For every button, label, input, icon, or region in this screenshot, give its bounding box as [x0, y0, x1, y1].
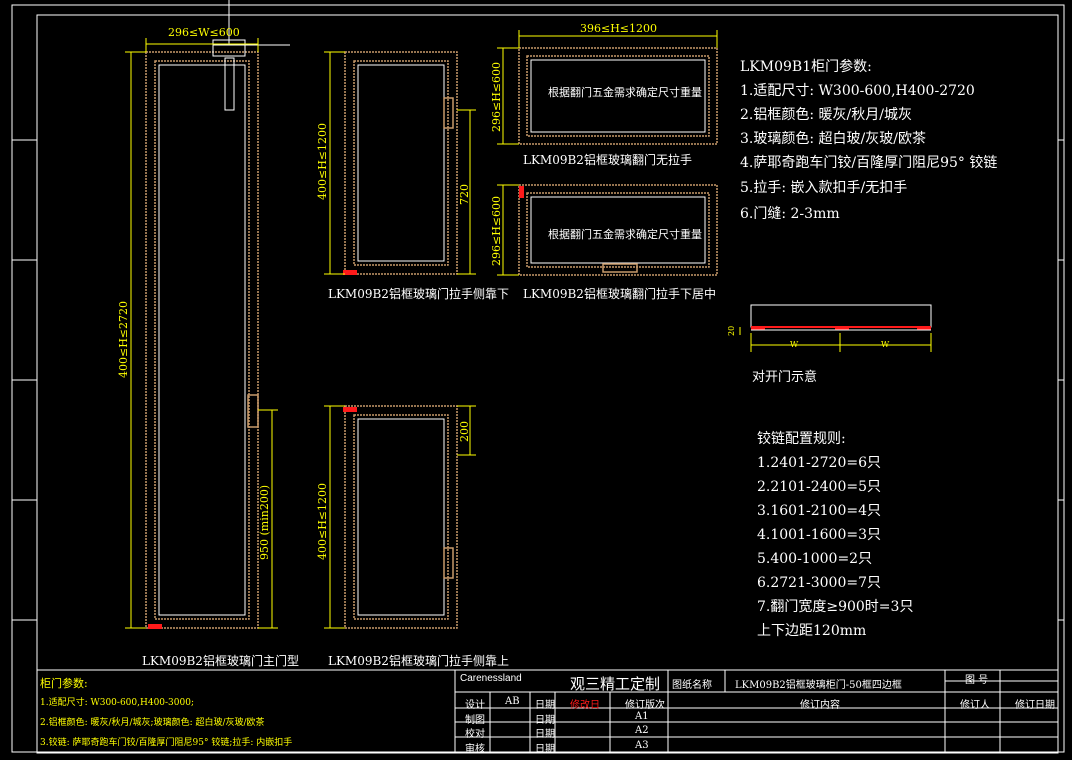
- pair-door-w1: W: [790, 340, 799, 349]
- tb-row-date-label: 日期: [535, 700, 555, 711]
- tb-rev-label: 修订内容: [800, 700, 840, 711]
- tb-row-rev-no: A2: [635, 725, 649, 736]
- flip-door-center-drawing: [497, 184, 718, 276]
- params-item: 1.适配尺寸: W300-600,H400-2720: [740, 83, 975, 99]
- tb-row-date: 修改日: [570, 700, 600, 711]
- flip-center-height-dim: 296≤H≤600: [490, 195, 503, 266]
- outer-border: [11, 4, 1065, 753]
- flip-none-label: LKM09B2铝框玻璃翻门无拉手: [523, 153, 692, 167]
- pair-door-schematic: [739, 304, 932, 352]
- flip-none-inner-note: 根据翻门五金需求确定尺寸重量: [548, 86, 702, 99]
- tb-row-rev-no: A1: [635, 711, 649, 722]
- main-door-height-dim: 400≤H≤2720: [117, 300, 130, 378]
- hinge-rule-item: 1.2401-2720=6只: [757, 455, 881, 471]
- tb-row-role: 设计: [465, 700, 485, 711]
- pair-door-side-dim: 20: [727, 325, 736, 336]
- params-item: 3.玻璃颜色: 超白玻/灰玻/欧茶: [740, 131, 926, 147]
- tb-row-role: 审核: [465, 744, 485, 755]
- tb-rev-date-label: 修订日期: [1015, 700, 1055, 711]
- side-high-label: LKM09B2铝框玻璃门拉手侧靠上: [328, 654, 509, 668]
- pair-door-label: 对开门示意: [752, 370, 818, 385]
- tb-row-role: 校对: [465, 729, 485, 740]
- tb-row-role: 制图: [465, 715, 485, 726]
- params-item: 2.铝框颜色: 暖灰/秋月/城灰: [740, 107, 912, 123]
- border-ticks: [12, 139, 1064, 621]
- side-high-handle-dim: 200: [458, 421, 471, 442]
- params-item: 5.拉手: 嵌入款扣手/无扣手: [740, 180, 908, 196]
- main-door-drawing: [125, 0, 290, 629]
- drawing-border: [36, 14, 1059, 754]
- hinge-rule-item: 上下边距120mm: [757, 623, 867, 639]
- side-high-door-drawing: [324, 405, 476, 629]
- tb-drawing-no-label: 图 号: [965, 675, 989, 686]
- hinge-rule-item: 7.翻门宽度≥900时=3只: [757, 599, 914, 615]
- tb-note: 2.铝框颜色: 暖灰/秋月/城灰;玻璃颜色: 超白玻/灰玻/欧茶: [40, 718, 265, 728]
- pair-door-w2: W: [881, 340, 890, 349]
- flip-door-none-drawing: [497, 30, 718, 145]
- tb-notes-title: 柜门参数:: [40, 677, 88, 690]
- side-low-height-dim: 400≤H≤1200: [316, 122, 329, 200]
- hinge-rule-item: 3.1601-2100=4只: [757, 503, 881, 519]
- side-low-handle-dim: 720: [458, 184, 471, 205]
- tb-row-rev-no: A3: [635, 740, 649, 751]
- side-low-label: LKM09B2铝框玻璃门拉手侧靠下: [328, 287, 509, 301]
- flip-center-label: LKM09B2铝框玻璃翻门拉手下居中: [523, 287, 716, 301]
- brand-logo-en: Carenessland: [460, 673, 522, 684]
- tb-reviser-label: 修订人: [960, 700, 990, 711]
- hinge-rule-item: 5.400-1000=2只: [757, 551, 873, 567]
- tb-row-rev-no: 修订版次: [625, 700, 665, 711]
- title-block-lines: [37, 669, 1058, 752]
- flip-none-width-dim: 396≤H≤1200: [580, 22, 658, 35]
- tb-row-date-label: 日期: [535, 744, 555, 755]
- tb-note: 3.铰链: 萨耶奇跑车门铰/百隆厚门阻尼95° 铰链;拉手: 内嵌扣手: [40, 738, 293, 748]
- flip-none-height-dim: 296≤H≤600: [490, 61, 503, 132]
- main-door-label: LKM09B2铝框玻璃门主门型: [142, 654, 299, 668]
- tb-drawing-name-label: 图纸名称: [672, 680, 712, 691]
- side-low-door-drawing: [324, 51, 476, 275]
- params-title: LKM09B1柜门参数:: [740, 59, 872, 75]
- tb-row-date-label: 日期: [535, 729, 555, 740]
- tb-note: 1.适配尺寸: W300-600,H400-3000;: [40, 698, 194, 708]
- hinge-rule-item: 6.2721-3000=7只: [757, 575, 881, 591]
- main-door-handle-dim: 950 (min200): [258, 484, 271, 560]
- hinge-rules-title: 铰链配置规则:: [757, 431, 846, 447]
- main-door-width-dim: 296≤W≤600: [168, 26, 240, 39]
- side-high-height-dim: 400≤H≤1200: [316, 482, 329, 560]
- params-item: 6.门缝: 2-3mm: [740, 206, 840, 222]
- tb-row-value: AB: [505, 696, 520, 707]
- hinge-rule-item: 2.2101-2400=5只: [757, 479, 881, 495]
- hinge-rule-item: 4.1001-1600=3只: [757, 527, 881, 543]
- tb-row-date-label: 日期: [535, 715, 555, 726]
- flip-center-inner-note: 根据翻门五金需求确定尺寸重量: [548, 228, 702, 241]
- params-item: 4.萨耶奇跑车门铰/百隆厚门阻尼95° 铰链: [740, 155, 998, 171]
- brand-logo-cn: 观三精工定制: [570, 675, 661, 693]
- tb-drawing-name: LKM09B2铝框玻璃柜门-50框四边框: [735, 680, 902, 691]
